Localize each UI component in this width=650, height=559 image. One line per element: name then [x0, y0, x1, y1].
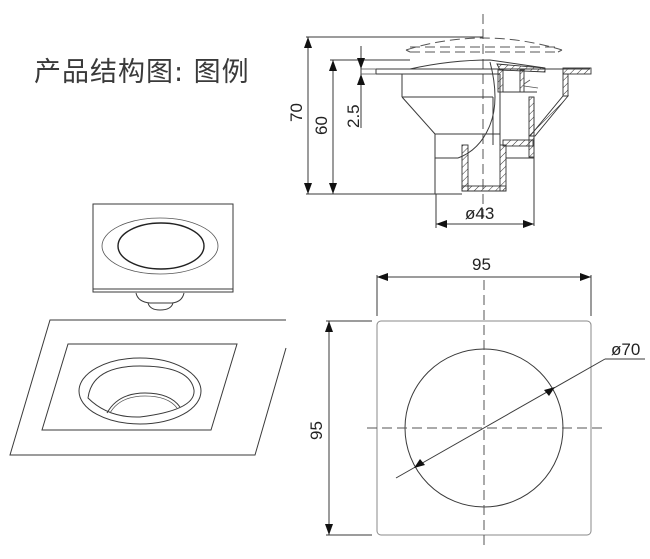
drain-plate-inset — [41, 343, 238, 431]
dimension-label-43: ø43 — [465, 204, 494, 223]
drain-front-view — [92, 203, 234, 311]
bowl-outer-rim — [78, 357, 202, 425]
dimension-total-height: 70 — [287, 36, 483, 195]
dimension-label-2-5: 2.5 — [344, 104, 363, 128]
drain-hole-ring-1 — [106, 392, 181, 414]
dimension-body-height: 60 — [312, 59, 410, 194]
lid-outline — [405, 37, 563, 53]
top-view: 95 95 ø70 — [307, 255, 645, 548]
diagram-title: 产品结构图: 图例 — [34, 57, 250, 88]
drain-body — [401, 61, 507, 194]
drain-installed-view — [9, 319, 287, 456]
outer-ring — [101, 217, 219, 275]
dimension-opening-diameter: ø70 — [395, 340, 645, 479]
dimension-height: 95 — [307, 320, 372, 536]
dimension-outlet-diameter: ø43 — [435, 194, 534, 228]
plate-front — [92, 203, 234, 293]
flange — [375, 59, 592, 75]
floor-slab — [9, 319, 287, 456]
inner-ring — [117, 222, 205, 270]
dimension-label-width-95: 95 — [472, 255, 491, 274]
bowl-inner-rim — [87, 365, 195, 418]
section-view: 70 60 2.5 ø43 — [287, 14, 592, 228]
trap-section — [496, 63, 569, 226]
drain-hole-ring-2 — [109, 395, 178, 414]
dimension-label-70-diameter: ø70 — [611, 340, 640, 359]
dimension-label-60: 60 — [312, 116, 331, 135]
dimension-label-70: 70 — [287, 103, 306, 122]
outlet-top — [135, 292, 185, 304]
dimension-label-height-95: 95 — [307, 421, 326, 440]
outlet-bottom — [147, 302, 174, 311]
dimension-width: 95 — [376, 255, 592, 316]
dimension-flange-thickness: 2.5 — [344, 46, 376, 128]
